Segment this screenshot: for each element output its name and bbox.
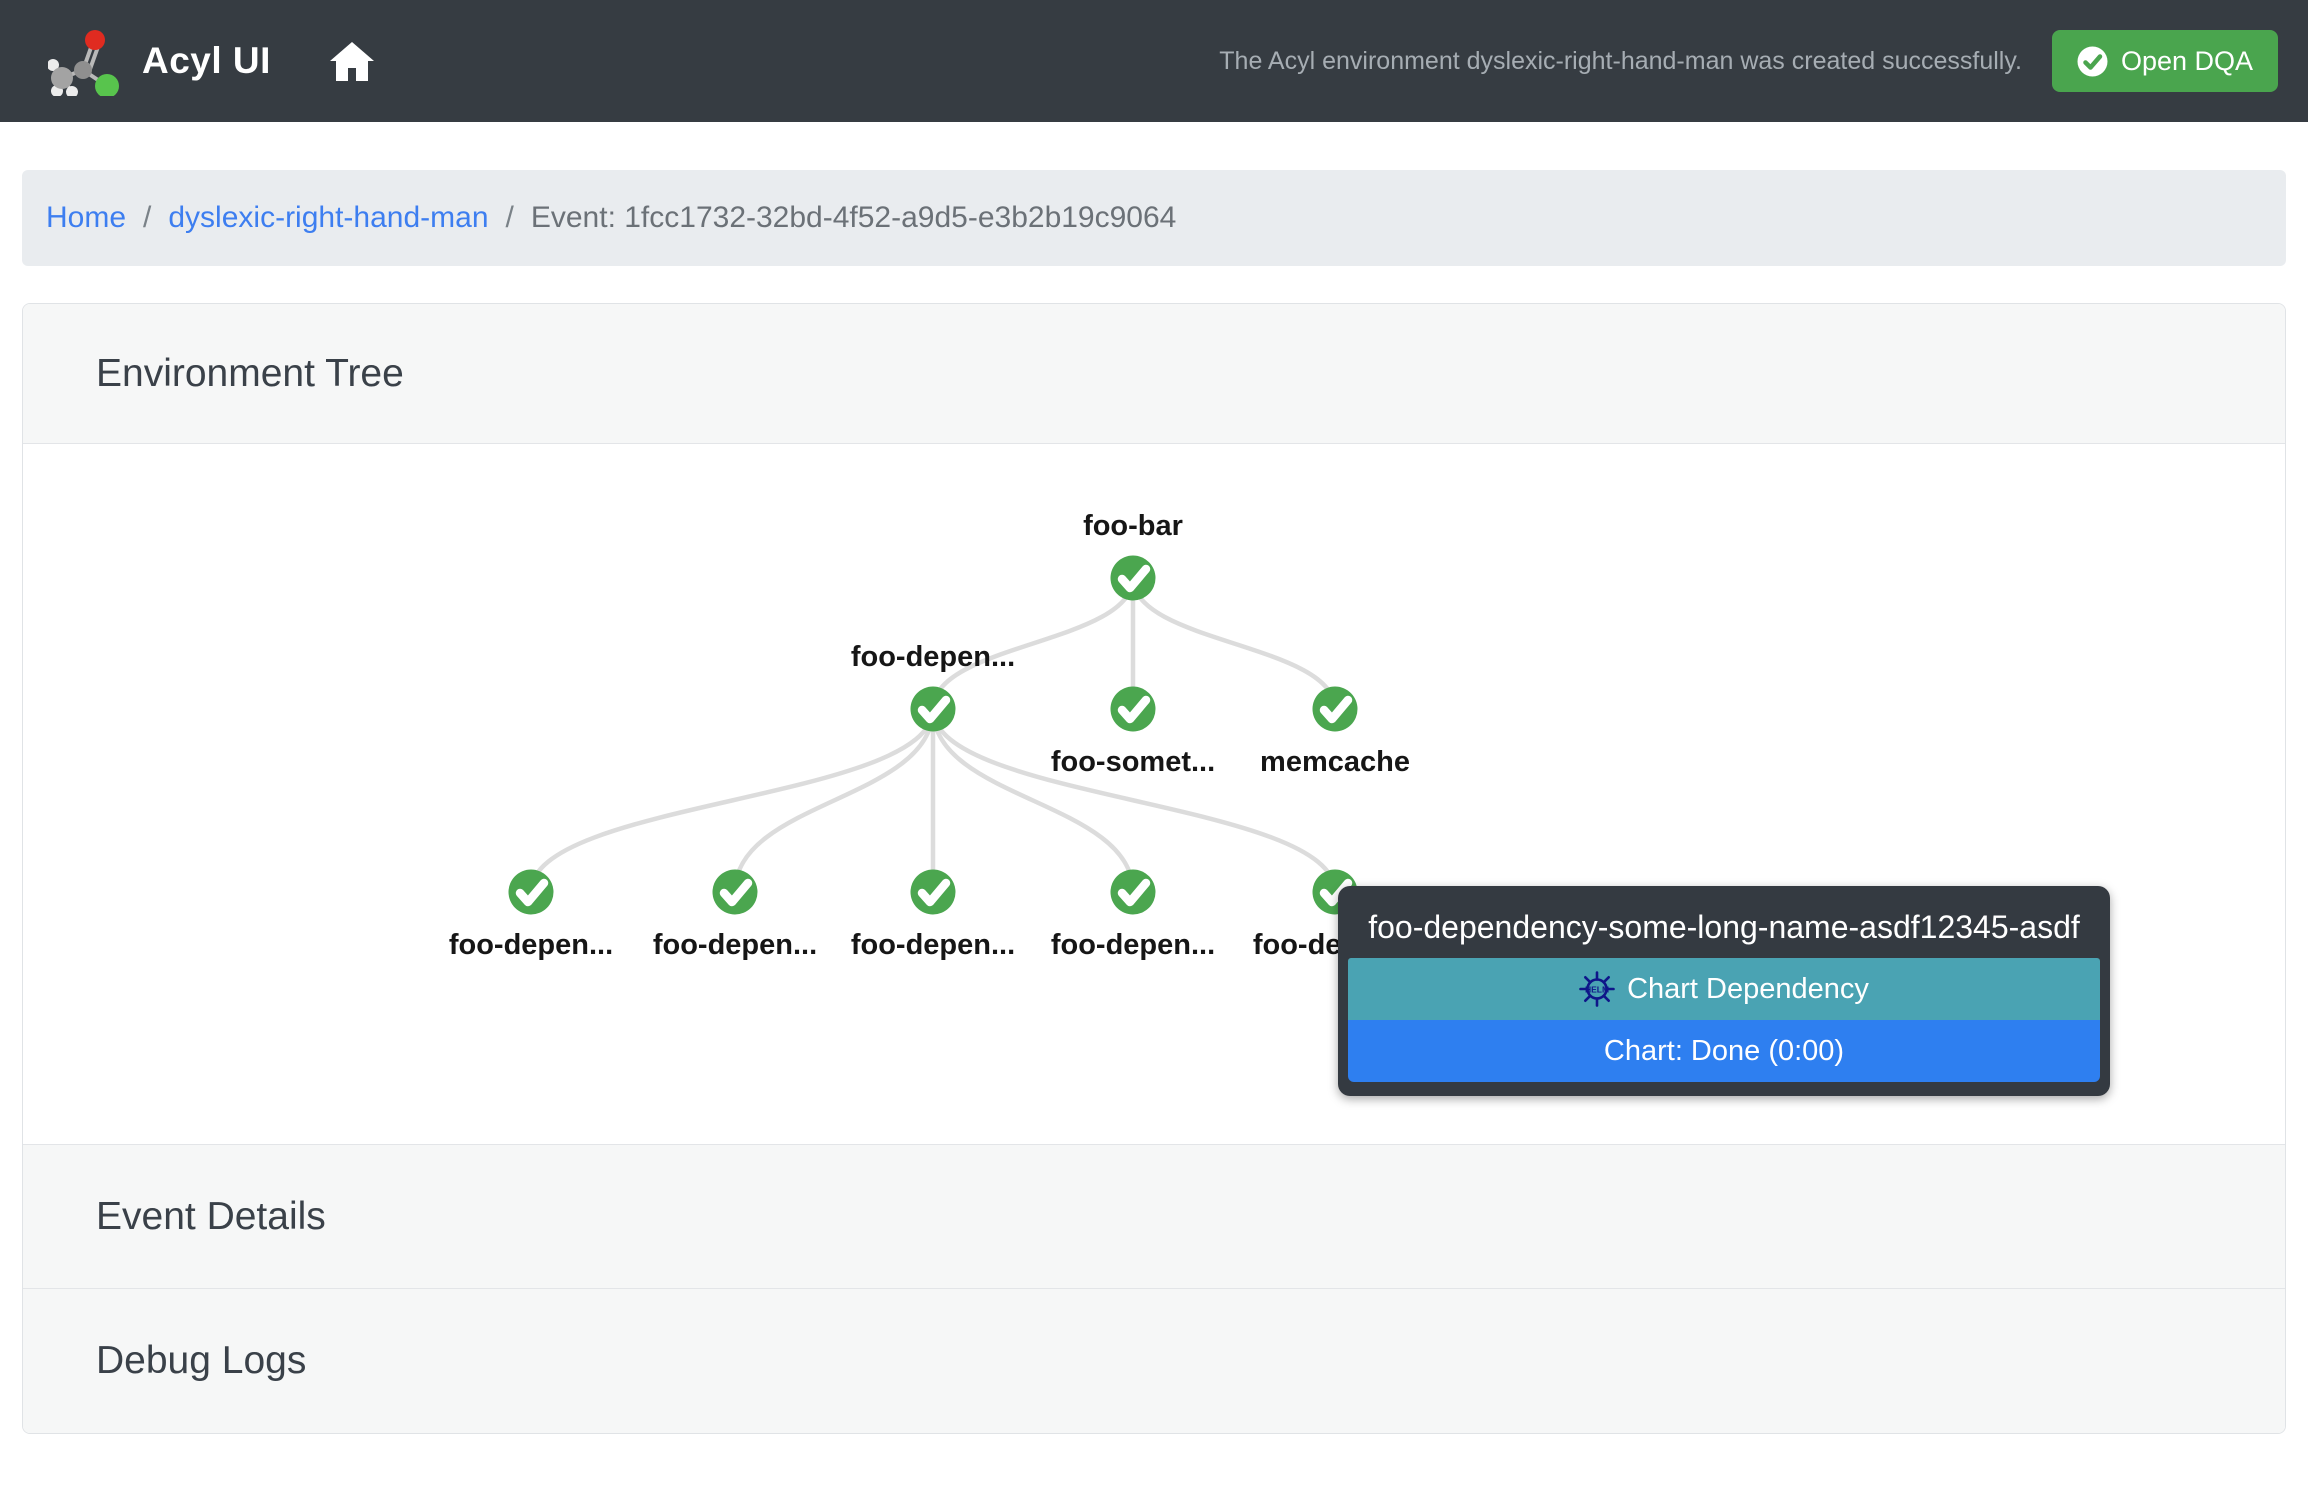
environment-tree-title: Environment Tree	[96, 351, 404, 395]
check-mark	[515, 878, 549, 907]
home-icon	[329, 42, 374, 81]
tree-svg: foo-bar foo-depen... foo-somet... memcache f…	[449, 510, 1417, 962]
tree-node-label: foo-depen...	[851, 929, 1015, 961]
tree-node-label: foo-bar	[1083, 510, 1183, 542]
tooltip-chart-status-bar: Chart: Done (0:00)	[1348, 1020, 2100, 1082]
check-mark	[917, 878, 951, 907]
brand-link[interactable]: Acyl UI	[48, 26, 271, 96]
check-mark	[917, 695, 951, 724]
tree-node-dep-2[interactable]: foo-depen...	[653, 869, 817, 962]
check-mark	[1117, 878, 1151, 907]
tree-node-label: foo-depen...	[851, 641, 1015, 673]
event-details-header: Event Details	[23, 1144, 2285, 1288]
molecule-logo-icon	[48, 30, 119, 96]
node-tooltip: foo-dependency-some-long-name-asdf12345-…	[1338, 886, 2110, 1096]
tree-edge	[528, 708, 936, 893]
check-mark	[1319, 695, 1353, 724]
helm-icon: HELM	[1579, 971, 1615, 1007]
environment-tree-canvas: foo-bar foo-depen... foo-somet... memcache f…	[23, 444, 2285, 1144]
tree-node-label: memcache	[1260, 746, 1410, 778]
check-mark	[1117, 695, 1151, 724]
home-link[interactable]	[329, 40, 375, 82]
navbar: Acyl UI The Acyl environment dyslexic-ri…	[0, 0, 2308, 122]
check-circle-icon	[2077, 46, 2108, 76]
tree-node-memcache[interactable]: memcache	[1260, 686, 1410, 779]
breadcrumb-separator: /	[505, 201, 514, 234]
tree-edge	[930, 577, 1136, 710]
tooltip-chart-status-label: Chart: Done (0:00)	[1603, 1034, 1845, 1067]
tree-edge	[930, 708, 1338, 893]
open-dqa-button[interactable]: Open DQA	[2051, 30, 2278, 92]
tree-node-label: foo-somet...	[1051, 746, 1215, 778]
tree-node-label: foo-depen...	[653, 929, 817, 961]
tree-node-foo-dependency[interactable]: foo-depen...	[851, 641, 1015, 732]
environment-tree-header: Environment Tree	[23, 304, 2285, 444]
breadcrumb-separator: /	[143, 201, 152, 234]
open-dqa-label: Open DQA	[2120, 45, 2253, 76]
tree-node-foo-bar[interactable]: foo-bar	[1083, 510, 1183, 601]
breadcrumb: Home / dyslexic-right-hand-man / Event: …	[22, 170, 2286, 266]
debug-logs-header: Debug Logs	[23, 1288, 2285, 1433]
tree-edge	[732, 708, 936, 893]
svg-text:HELM: HELM	[1585, 985, 1609, 995]
tree-edge	[1130, 577, 1338, 710]
tooltip-chart-dependency-label: Chart Dependency	[1627, 972, 1869, 1005]
tooltip-node-name: foo-dependency-some-long-name-asdf12345-…	[1368, 908, 2080, 945]
brand-title: Acyl UI	[142, 40, 271, 81]
breadcrumb-event-id: Event: 1fcc1732-32bd-4f52-a9d5-e3b2b19c9…	[530, 201, 1177, 234]
breadcrumb-home-link[interactable]: Home	[46, 201, 127, 234]
tree-node-dep-3[interactable]: foo-depen...	[851, 869, 1015, 962]
check-mark	[1117, 564, 1151, 593]
tree-node-label: foo-depen...	[1051, 929, 1215, 961]
tree-node-foo-something[interactable]: foo-somet...	[1051, 686, 1215, 779]
status-message: The Acyl environment dyslexic-right-hand…	[1219, 46, 2022, 75]
tree-edge	[930, 708, 1136, 893]
debug-logs-title: Debug Logs	[96, 1339, 307, 1382]
tree-node-dep-1[interactable]: foo-depen...	[449, 869, 613, 962]
tooltip-chart-dependency-bar: HELM Chart Dependency	[1348, 958, 2100, 1020]
tree-node-dep-4[interactable]: foo-depen...	[1051, 869, 1215, 962]
check-mark	[719, 878, 753, 907]
breadcrumb-env-link[interactable]: dyslexic-right-hand-man	[168, 201, 489, 234]
tree-node-label: foo-depen...	[449, 929, 613, 961]
event-details-title: Event Details	[96, 1194, 326, 1238]
